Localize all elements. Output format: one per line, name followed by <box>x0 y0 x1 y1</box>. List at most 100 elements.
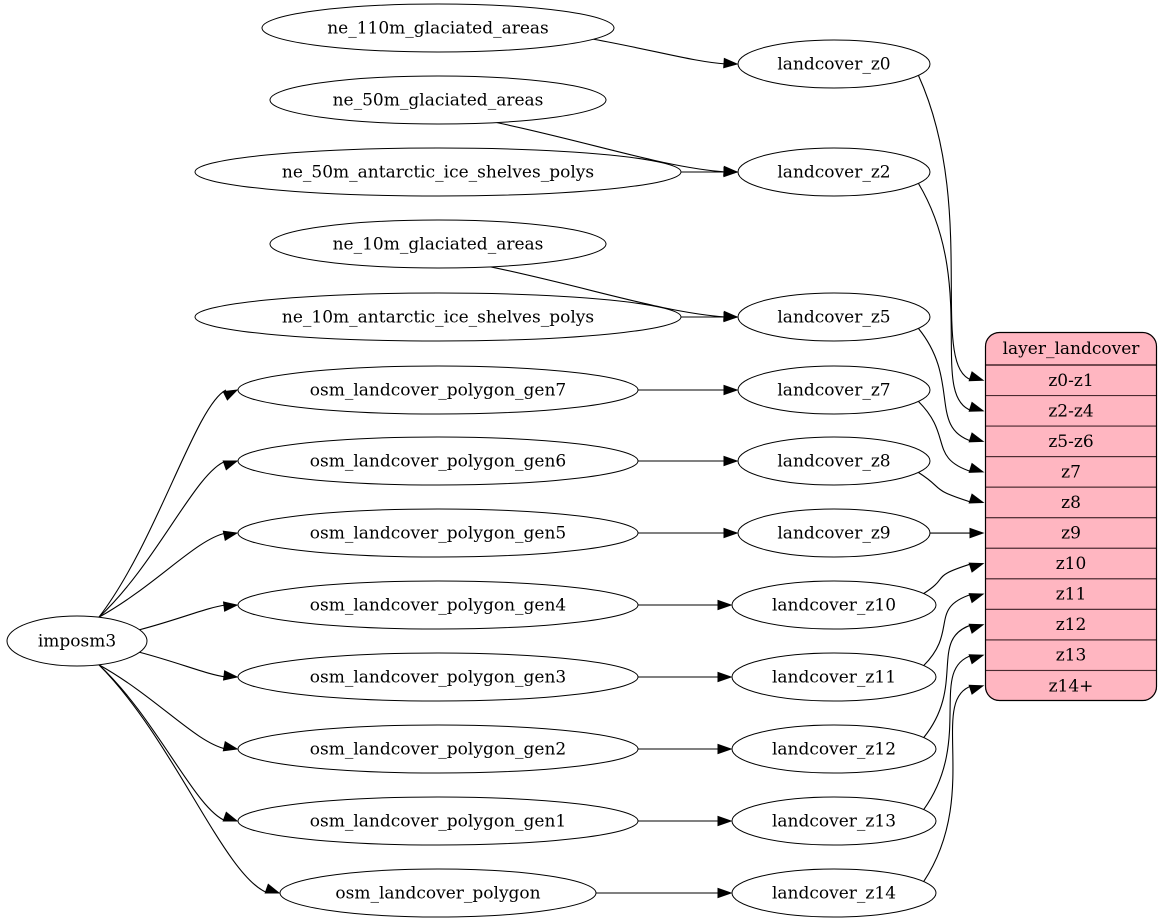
arrowhead-landcover_z11-to-layer_landcover-z11 <box>968 593 985 604</box>
table-row-z8[interactable] <box>985 486 1157 519</box>
node-osm_landcover_polygon_gen7[interactable]: osm_landcover_polygon_gen7 <box>237 365 639 415</box>
edge-landcover_z0-to-layer_landcover-z0-z1 <box>917 75 973 381</box>
input-node-ellipse[interactable] <box>237 724 639 774</box>
node-ne_10m_glaciated_areas[interactable]: ne_10m_glaciated_areas <box>269 219 607 269</box>
arrowhead-imposm3-to-osm_landcover_polygon <box>264 883 281 894</box>
layer-node-ellipse[interactable] <box>737 292 931 342</box>
arrowhead-imposm3-to-osm_landcover_polygon_gen5 <box>222 530 239 542</box>
table-row-z14+[interactable] <box>985 669 1157 702</box>
node-imposm3[interactable]: imposm3 <box>6 615 148 667</box>
arrowhead-ne_10m_antarctic_ice_shelves_polys-to-landcover_z5 <box>723 311 739 323</box>
arrowhead-imposm3-to-osm_landcover_polygon_gen7 <box>222 389 239 401</box>
edge-imposm3-to-osm_landcover_polygon_gen1 <box>98 664 227 822</box>
edge-landcover_z12-to-layer_landcover-z12 <box>923 624 973 738</box>
layer-node-ellipse[interactable] <box>731 724 937 774</box>
node-landcover_z7[interactable]: landcover_z7 <box>737 365 931 415</box>
layer-node-ellipse[interactable] <box>731 580 937 630</box>
edge-imposm3-to-osm_landcover_polygon_gen3 <box>139 651 227 678</box>
arrowhead-landcover_z13-to-layer_landcover-z13 <box>968 654 985 665</box>
table-row-z5-z6[interactable] <box>985 425 1157 458</box>
arrowhead-imposm3-to-osm_landcover_polygon_gen3 <box>222 670 239 681</box>
node-ne_50m_antarctic_ice_shelves_polys[interactable]: ne_50m_antarctic_ice_shelves_polys <box>194 147 682 197</box>
table-row-z2-z4[interactable] <box>985 394 1157 427</box>
edge-layer <box>98 38 985 899</box>
edge-imposm3-to-osm_landcover_polygon_gen5 <box>98 532 227 618</box>
node-osm_landcover_polygon_gen4[interactable]: osm_landcover_polygon_gen4 <box>237 580 639 630</box>
edge-ne_110m_glaciated_areas-to-landcover_z0 <box>593 38 727 65</box>
node-landcover_z12[interactable]: landcover_z12 <box>731 724 937 774</box>
arrowhead-landcover_z5-to-layer_landcover-z5-z6 <box>968 432 985 443</box>
node-layer: imposm3 ne_110m_glaciated_areas ne_50m_gla… <box>6 3 937 918</box>
layer-landcover-record[interactable]: layer_landcoverz0-z1z2-z4z5-z6z7z8z9z10z… <box>985 332 1157 701</box>
arrowhead-landcover_z10-to-layer_landcover-z10 <box>968 562 985 573</box>
node-landcover_z2[interactable]: landcover_z2 <box>737 147 931 197</box>
edge-imposm3-to-osm_landcover_polygon_gen2 <box>98 664 227 750</box>
edge-ne_10m_glaciated_areas-to-landcover_z5 <box>490 266 727 318</box>
edge-imposm3-to-osm_landcover_polygon <box>98 664 269 894</box>
arrowhead-landcover_z9-to-layer_landcover-z9 <box>969 527 985 539</box>
edge-imposm3-to-osm_landcover_polygon_gen4 <box>139 604 227 631</box>
edge-landcover_z8-to-layer_landcover-z8 <box>918 472 973 503</box>
input-node-ellipse[interactable] <box>237 365 639 415</box>
layer-node-ellipse[interactable] <box>731 652 937 702</box>
arrowhead-osm_landcover_polygon_gen1-to-landcover_z13 <box>717 815 733 827</box>
edge-landcover_z13-to-layer_landcover-z13 <box>923 654 973 810</box>
table-row-z11[interactable] <box>985 578 1157 610</box>
layer-node-ellipse[interactable] <box>737 508 931 558</box>
table-row-z9[interactable] <box>985 517 1157 549</box>
edge-landcover_z2-to-layer_landcover-z2-z4 <box>918 183 973 412</box>
edge-landcover_z10-to-layer_landcover-z10 <box>923 563 973 594</box>
input-node-ellipse[interactable] <box>237 580 639 630</box>
table-row-z13[interactable] <box>985 639 1157 672</box>
source-node-ellipse[interactable] <box>6 615 148 667</box>
layer-node-ellipse[interactable] <box>737 436 931 486</box>
input-node-ellipse[interactable] <box>269 75 607 125</box>
table-row-z12[interactable] <box>985 608 1157 641</box>
layer-node-ellipse[interactable] <box>731 868 937 918</box>
edge-imposm3-to-osm_landcover_polygon_gen7 <box>98 389 227 618</box>
input-node-ellipse[interactable] <box>237 652 639 702</box>
table-row-z7[interactable] <box>985 456 1157 488</box>
input-node-ellipse[interactable] <box>237 508 639 558</box>
layer-node-ellipse[interactable] <box>737 365 931 415</box>
table-row-z10[interactable] <box>985 547 1157 580</box>
node-osm_landcover_polygon_gen5[interactable]: osm_landcover_polygon_gen5 <box>237 508 639 558</box>
table-outline <box>984 331 1158 702</box>
input-node-ellipse[interactable] <box>261 3 615 53</box>
node-landcover_z8[interactable]: landcover_z8 <box>737 436 931 486</box>
input-node-ellipse[interactable] <box>237 796 639 846</box>
arrowhead-osm_landcover_polygon-to-landcover_z14 <box>717 887 733 899</box>
arrowhead-ne_110m_glaciated_areas-to-landcover_z0 <box>723 57 739 69</box>
input-node-ellipse[interactable] <box>194 147 682 197</box>
node-landcover_z9[interactable]: landcover_z9 <box>737 508 931 558</box>
node-osm_landcover_polygon_gen3[interactable]: osm_landcover_polygon_gen3 <box>237 652 639 702</box>
table-row-z0-z1[interactable] <box>985 364 1157 397</box>
layer-node-ellipse[interactable] <box>731 796 937 846</box>
node-osm_landcover_polygon_gen1[interactable]: osm_landcover_polygon_gen1 <box>237 796 639 846</box>
edge-imposm3-to-osm_landcover_polygon_gen6 <box>98 460 227 618</box>
node-osm_landcover_polygon[interactable]: osm_landcover_polygon <box>279 868 597 918</box>
layer-node-ellipse[interactable] <box>737 39 931 89</box>
node-ne_50m_glaciated_areas[interactable]: ne_50m_glaciated_areas <box>269 75 607 125</box>
node-osm_landcover_polygon_gen6[interactable]: osm_landcover_polygon_gen6 <box>237 436 639 486</box>
arrowhead-osm_landcover_polygon_gen2-to-landcover_z12 <box>717 743 733 755</box>
node-landcover_z10[interactable]: landcover_z10 <box>731 580 937 630</box>
node-osm_landcover_polygon_gen2[interactable]: osm_landcover_polygon_gen2 <box>237 724 639 774</box>
input-node-ellipse[interactable] <box>279 868 597 918</box>
arrowhead-imposm3-to-osm_landcover_polygon_gen2 <box>222 740 239 752</box>
arrowhead-imposm3-to-osm_landcover_polygon_gen6 <box>222 460 239 471</box>
node-landcover_z13[interactable]: landcover_z13 <box>731 796 937 846</box>
node-landcover_z5[interactable]: landcover_z5 <box>737 292 931 342</box>
input-node-ellipse[interactable] <box>194 292 682 342</box>
node-ne_110m_glaciated_areas[interactable]: ne_110m_glaciated_areas <box>261 3 615 53</box>
edge-landcover_z14-to-layer_landcover-z14+ <box>923 685 973 882</box>
input-node-ellipse[interactable] <box>269 219 607 269</box>
node-landcover_z14[interactable]: landcover_z14 <box>731 868 937 918</box>
node-ne_10m_antarctic_ice_shelves_polys[interactable]: ne_10m_antarctic_ice_shelves_polys <box>194 292 682 342</box>
layer-node-ellipse[interactable] <box>737 147 931 197</box>
node-landcover_z11[interactable]: landcover_z11 <box>731 652 937 702</box>
node-landcover_z0[interactable]: landcover_z0 <box>737 39 931 89</box>
input-node-ellipse[interactable] <box>237 436 639 486</box>
